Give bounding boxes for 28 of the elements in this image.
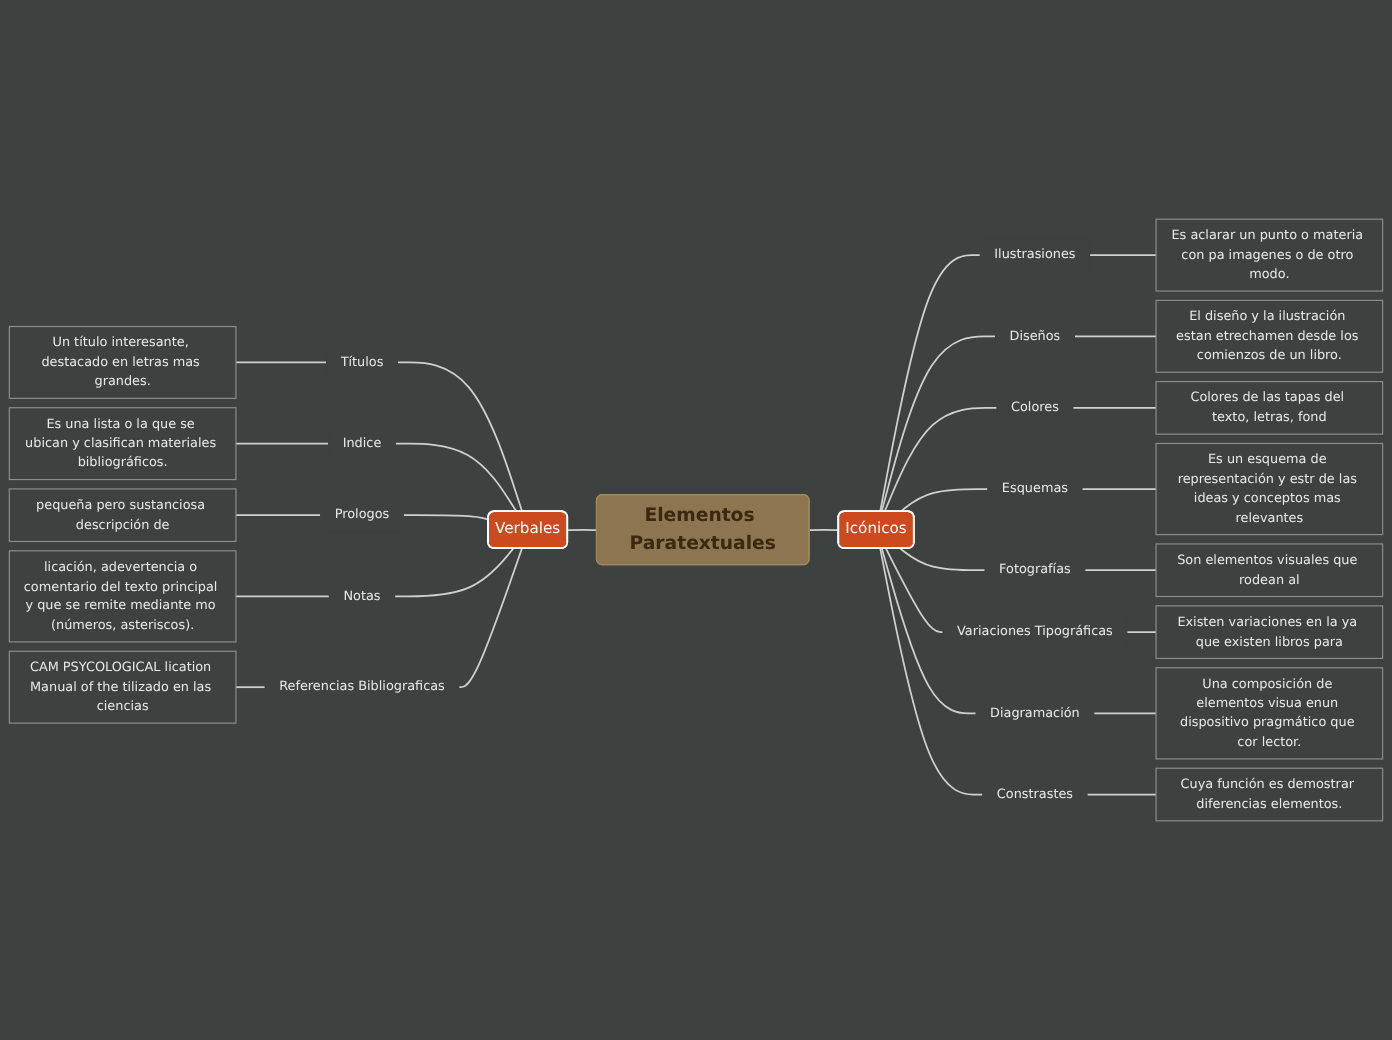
connector [899,488,989,513]
connector [393,547,515,598]
connector [1073,335,1157,338]
connector [402,514,490,521]
connector [235,442,330,445]
connector [881,547,977,715]
connector [1088,254,1157,256]
connector [394,442,518,513]
connector [566,528,598,532]
connector [808,528,840,532]
connector [1092,712,1157,715]
connector [1081,488,1157,490]
connector [879,254,982,513]
connector [899,547,986,572]
connector [880,335,997,513]
connector [457,547,523,689]
connector [235,686,267,689]
connector [883,407,998,513]
connector [1072,407,1157,409]
connector [235,361,328,364]
connector [1083,569,1157,572]
connector [235,514,322,517]
connector [885,547,944,633]
connector [396,361,524,513]
connector [879,547,984,796]
connector [1125,631,1157,633]
connector [235,595,331,598]
connector [1086,793,1157,796]
